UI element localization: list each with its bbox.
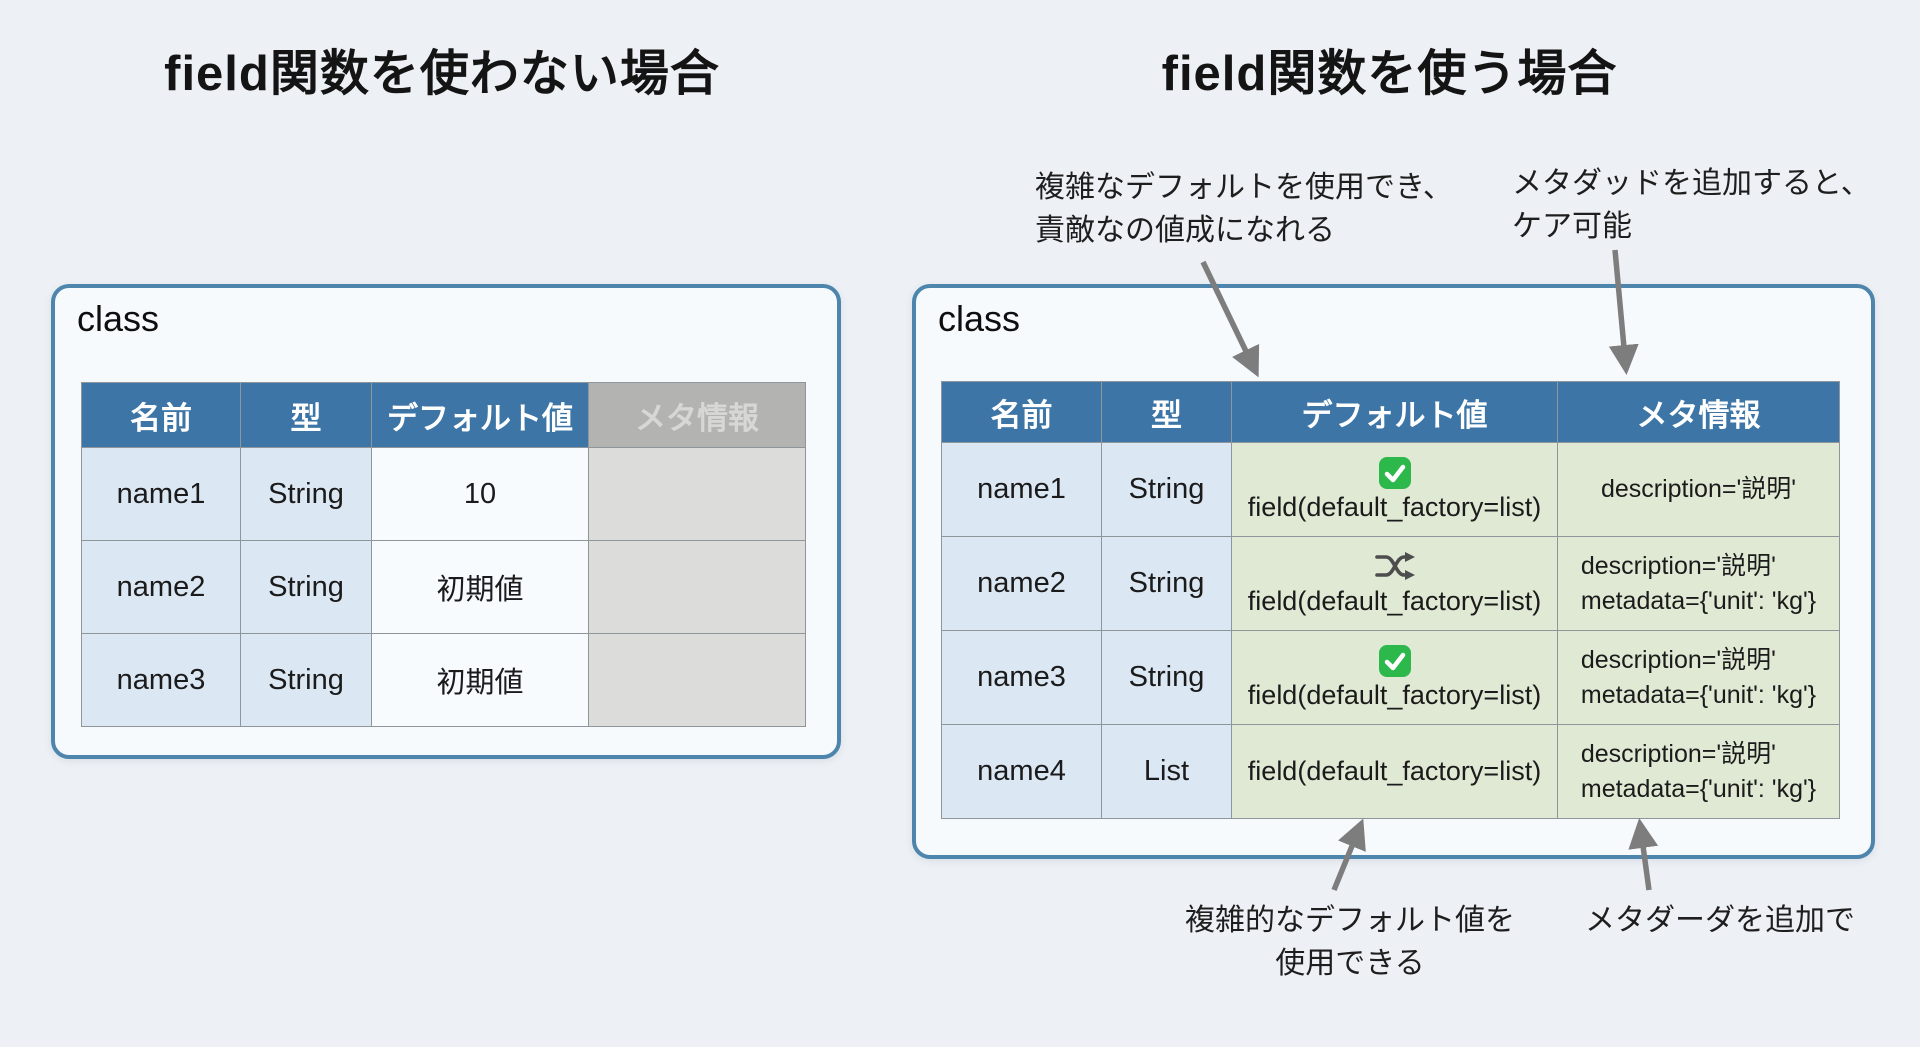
cell-name: name3 — [941, 630, 1102, 725]
left-col-header-meta-disabled: メタ情報 — [588, 382, 806, 448]
right-col-header-meta: メタ情報 — [1557, 381, 1840, 443]
right-col-header-name: 名前 — [941, 381, 1102, 443]
cell-type: String — [1101, 442, 1232, 537]
right-table: 名前 型 デフォルト値 メタ情報 name1 String field(defa… — [941, 381, 1840, 819]
left-col-header-name: 名前 — [81, 382, 241, 448]
annotation-line: メタダーダを追加で — [1585, 904, 1855, 937]
annotation-line: 使用できる — [1275, 947, 1425, 980]
annotation-top-left: 複雑なデフォルトを使用でき、 責敵なの値成になれる — [1035, 166, 1453, 252]
meta-line: description='説明' — [1580, 645, 1776, 674]
annotation-top-right: メタダッドを追加すると、 ケア可能 — [1512, 162, 1871, 248]
cell-type: String — [1101, 630, 1232, 725]
cell-default-text: field(default_factory=list) — [1247, 679, 1542, 710]
meta-line: metadata={'unit': 'kg'} — [1580, 774, 1817, 803]
cell-name: name4 — [941, 724, 1102, 819]
table-row: name3 String field(default_factory=list)… — [941, 630, 1840, 725]
table-row: name4 List field(default_factory=list) d… — [941, 724, 1840, 819]
cell-default-text: field(default_factory=list) — [1247, 756, 1542, 786]
cell-default: 初期値 — [371, 633, 589, 727]
annotation-line: 複雑的なデフォルト値を — [1185, 904, 1515, 937]
cell-meta: description='説明' metadata={'unit': 'kg'} — [1557, 630, 1840, 725]
meta-line: description='説明' — [1600, 475, 1797, 503]
cell-default-text: field(default_factory=list) — [1247, 585, 1542, 616]
meta-line: description='説明' — [1580, 551, 1776, 580]
cell-type: String — [240, 447, 372, 541]
left-table-header-row: 名前 型 デフォルト値 メタ情報 — [81, 382, 806, 448]
annotation-line: 複雑なデフォルトを使用でき、 — [1035, 171, 1453, 204]
right-col-header-default: デフォルト値 — [1231, 381, 1558, 443]
right-class-card: class 名前 型 デフォルト値 メタ情報 name1 String fiel… — [912, 284, 1875, 859]
left-col-header-type: 型 — [240, 382, 372, 448]
left-title: field関数を使わない場合 — [164, 47, 720, 101]
cell-type: String — [240, 540, 372, 634]
annotation-bottom-right: メタダーダを追加で — [1585, 899, 1855, 942]
left-table: 名前 型 デフォルト値 メタ情報 name1 String 10 name2 S… — [81, 382, 806, 727]
left-class-card: class 名前 型 デフォルト値 メタ情報 name1 String 10 n… — [51, 284, 841, 759]
annotation-bottom-left: 複雑的なデフォルト値を 使用できる — [1145, 899, 1555, 985]
cell-type: String — [240, 633, 372, 727]
cell-name: name3 — [81, 633, 241, 727]
cell-meta-empty — [588, 633, 806, 727]
cell-name: name2 — [81, 540, 241, 634]
cell-name: name1 — [81, 447, 241, 541]
cell-default: field(default_factory=list) — [1231, 536, 1558, 631]
table-row: name1 String field(default_factory=list)… — [941, 442, 1840, 537]
table-row: name1 String 10 — [81, 447, 806, 541]
right-table-header-row: 名前 型 デフォルト値 メタ情報 — [941, 381, 1840, 443]
cell-meta: description='説明' metadata={'unit': 'kg'} — [1557, 536, 1840, 631]
cell-meta-empty — [588, 447, 806, 541]
annotation-line: メタダッドを追加すると、 — [1512, 167, 1871, 200]
right-class-label: class — [938, 298, 1021, 339]
right-col-header-type: 型 — [1101, 381, 1232, 443]
table-row: name2 String 初期値 — [81, 540, 806, 634]
cell-default: field(default_factory=list) — [1231, 724, 1558, 819]
check-icon — [1378, 644, 1412, 678]
cell-default: 10 — [371, 447, 589, 541]
check-icon — [1378, 456, 1412, 490]
annotation-line: ケア可能 — [1512, 210, 1632, 243]
right-title: field関数を使う場合 — [1161, 47, 1618, 101]
cell-meta-empty — [588, 540, 806, 634]
table-row: name2 String field(default_factory=list)… — [941, 536, 1840, 631]
shuffle-icon — [1374, 550, 1416, 584]
left-class-label: class — [77, 298, 160, 339]
table-row: name3 String 初期値 — [81, 633, 806, 727]
cell-meta: description='説明' metadata={'unit': 'kg'} — [1557, 724, 1840, 819]
annotation-line: 責敵なの値成になれる — [1035, 214, 1335, 247]
cell-default: field(default_factory=list) — [1231, 630, 1558, 725]
cell-type: List — [1101, 724, 1232, 819]
cell-name: name2 — [941, 536, 1102, 631]
cell-type: String — [1101, 536, 1232, 631]
cell-default: field(default_factory=list) — [1231, 442, 1558, 537]
left-col-header-default: デフォルト値 — [371, 382, 589, 448]
cell-default: 初期値 — [371, 540, 589, 634]
cell-meta: description='説明' — [1557, 442, 1840, 537]
cell-name: name1 — [941, 442, 1102, 537]
cell-default-text: field(default_factory=list) — [1247, 491, 1542, 522]
meta-line: description='説明' — [1580, 739, 1776, 768]
meta-line: metadata={'unit': 'kg'} — [1580, 586, 1817, 615]
meta-line: metadata={'unit': 'kg'} — [1580, 680, 1817, 709]
